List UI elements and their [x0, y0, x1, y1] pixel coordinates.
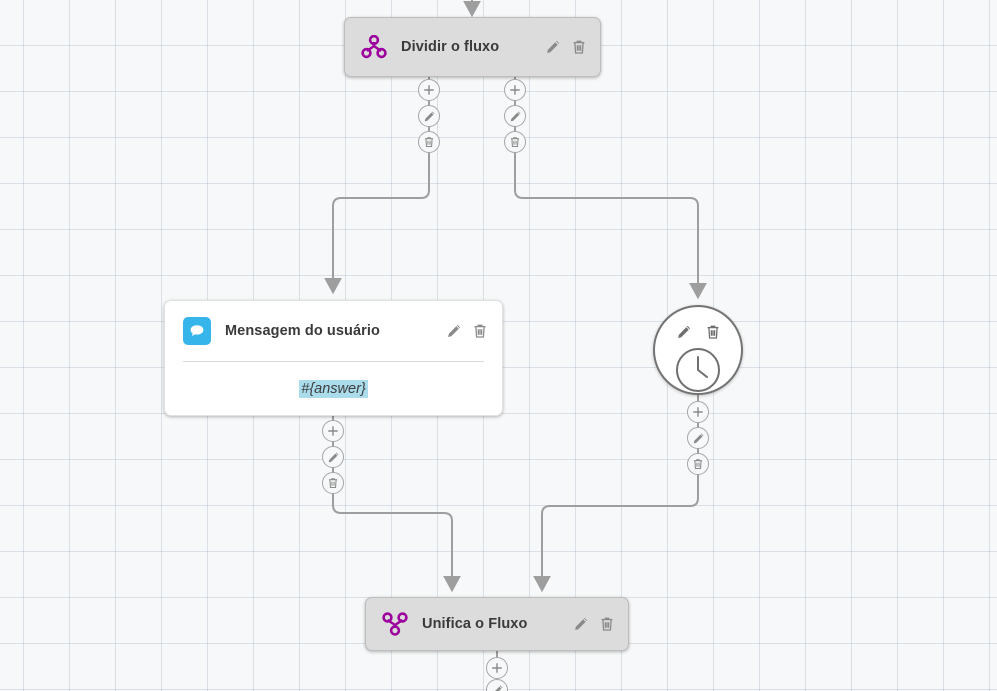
add-step-button[interactable]	[486, 657, 508, 679]
node-merge[interactable]: Unifica o Fluxo	[365, 597, 629, 651]
delete-step-button[interactable]	[687, 453, 709, 475]
edit-node-button[interactable]	[572, 616, 589, 633]
node-merge-title: Unifica o Fluxo	[422, 616, 528, 632]
edge-message-to-merge	[332, 416, 461, 593]
add-step-button[interactable]	[504, 79, 526, 101]
chat-bubble-icon	[183, 317, 211, 345]
delete-node-button[interactable]	[471, 323, 488, 340]
edge-split-to-message	[324, 77, 430, 295]
delete-node-button[interactable]	[598, 616, 615, 633]
node-user-message-title: Mensagem do usuário	[225, 323, 380, 339]
edit-step-button[interactable]	[504, 105, 526, 127]
add-step-button[interactable]	[687, 401, 709, 423]
delete-node-button[interactable]	[570, 39, 587, 56]
edit-step-button[interactable]	[486, 679, 508, 691]
node-delay[interactable]	[653, 305, 743, 395]
flow-split-icon	[361, 35, 387, 59]
node-user-message-actions	[445, 323, 488, 340]
node-split[interactable]: Dividir o fluxo	[344, 17, 601, 77]
edit-node-button[interactable]	[544, 39, 561, 56]
node-delay-actions	[655, 323, 741, 340]
node-merge-header: Unifica o Fluxo	[366, 598, 628, 650]
node-user-message[interactable]: Mensagem do usuário	[164, 300, 503, 416]
flow-merge-icon	[382, 612, 408, 636]
edit-node-button[interactable]	[675, 323, 692, 340]
add-step-button[interactable]	[322, 420, 344, 442]
add-step-button[interactable]	[418, 79, 440, 101]
edge-split-to-delay	[514, 77, 707, 300]
delete-step-button[interactable]	[418, 131, 440, 153]
edit-step-button[interactable]	[418, 105, 440, 127]
node-delay-glyph	[655, 347, 741, 398]
node-split-actions	[544, 39, 587, 56]
clock-icon	[675, 347, 721, 398]
delete-step-button[interactable]	[504, 131, 526, 153]
delete-step-button[interactable]	[322, 472, 344, 494]
node-divider	[183, 361, 484, 362]
node-merge-actions	[572, 616, 615, 633]
edit-step-button[interactable]	[322, 446, 344, 468]
node-user-message-body: #{answer}	[165, 362, 502, 415]
delete-node-button[interactable]	[704, 323, 721, 340]
edge-delay-to-merge	[533, 395, 699, 593]
node-user-message-header: Mensagem do usuário	[165, 301, 502, 361]
message-variable-token[interactable]: #{answer}	[299, 379, 368, 398]
node-split-header: Dividir o fluxo	[345, 18, 600, 76]
edit-node-button[interactable]	[445, 323, 462, 340]
node-split-title: Dividir o fluxo	[401, 39, 500, 55]
edit-step-button[interactable]	[687, 427, 709, 449]
